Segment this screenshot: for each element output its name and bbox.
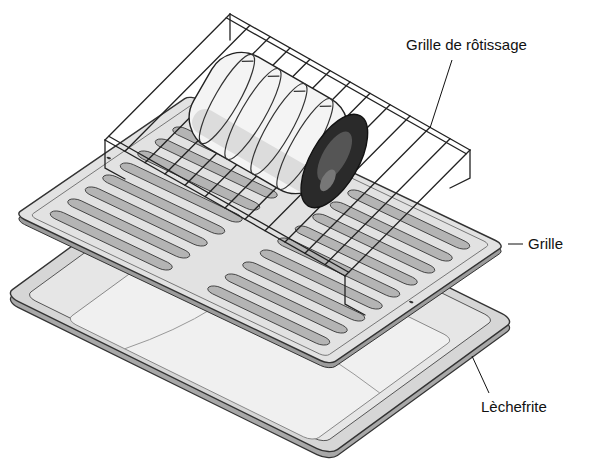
- roasting-rack: [105, 14, 470, 315]
- roast: [177, 40, 381, 218]
- part-label: Grille: [528, 235, 563, 253]
- part-label: Lèchefrite: [481, 398, 547, 416]
- leader-lines: [430, 60, 523, 393]
- part-label: Grille de rôtissage: [406, 36, 527, 54]
